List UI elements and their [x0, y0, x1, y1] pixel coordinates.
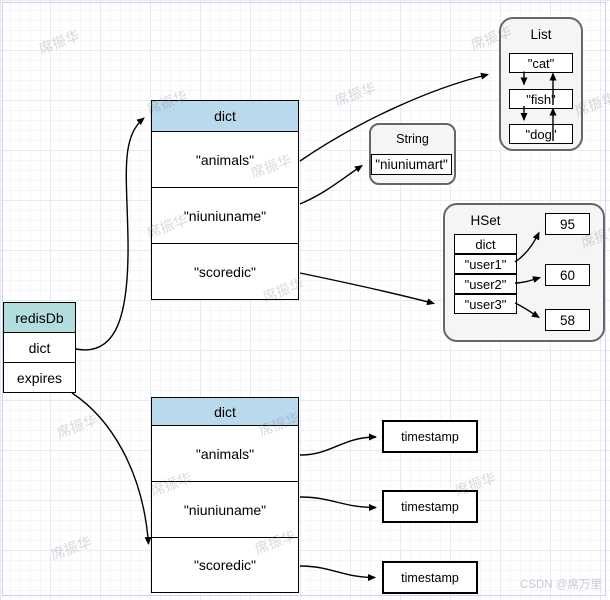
string-value-box: "niuniumart" [371, 154, 452, 175]
hset-value-58: 58 [545, 309, 590, 331]
credit-watermark: CSDN @席万里 [520, 579, 602, 591]
timestamp-box-1: timestamp [382, 420, 478, 453]
dict-bottom-row-scoredic: "scoredic" [193, 557, 257, 573]
dict-bottom-table: dict "animals" "niuniuname" "scoredic" [151, 397, 299, 593]
hset-field-user2: "user2" [454, 274, 517, 294]
dict-bottom-row-animals: "animals" [152, 426, 298, 482]
hset-value-60: 60 [545, 264, 590, 286]
hset-value-95: 95 [545, 213, 590, 235]
dict-top-row-niuniuname: "niuniuname" [152, 188, 298, 244]
dict-top-header: dict [152, 101, 298, 132]
timestamp-box-2: timestamp [382, 490, 478, 523]
string-title: String [396, 132, 429, 146]
list-title: List [530, 27, 552, 42]
dict-bottom-header: dict [152, 398, 298, 426]
hset-field-user3: "user3" [454, 294, 517, 314]
hset-field-user1: "user1" [454, 254, 517, 274]
dict-top-table: dict "animals" "niuniuname" "scoredic" [151, 100, 299, 300]
list-item-dog: "dog" [509, 124, 573, 144]
redisdb-row-expires: expires [16, 369, 63, 386]
list-item-fish: "fish" [509, 89, 573, 109]
dict-top-row-scoredic: "scoredic" [193, 263, 257, 280]
dict-bottom-row-niuniuname: "niuniuname" [152, 482, 298, 538]
hset-title: HSet [470, 213, 501, 228]
list-container: List "cat" "fish" "dog" [499, 17, 583, 151]
redisdb-table: redisDb dict expires [3, 302, 76, 393]
timestamp-box-3: timestamp [382, 561, 478, 594]
redisdb-row-dict: dict [4, 333, 75, 363]
list-item-cat: "cat" [509, 53, 573, 73]
redisdb-header: redisDb [4, 303, 75, 333]
dict-top-row-animals: "animals" [152, 132, 298, 188]
hset-field-dict: dict [454, 234, 517, 254]
string-container: String "niuniumart" [369, 123, 456, 185]
